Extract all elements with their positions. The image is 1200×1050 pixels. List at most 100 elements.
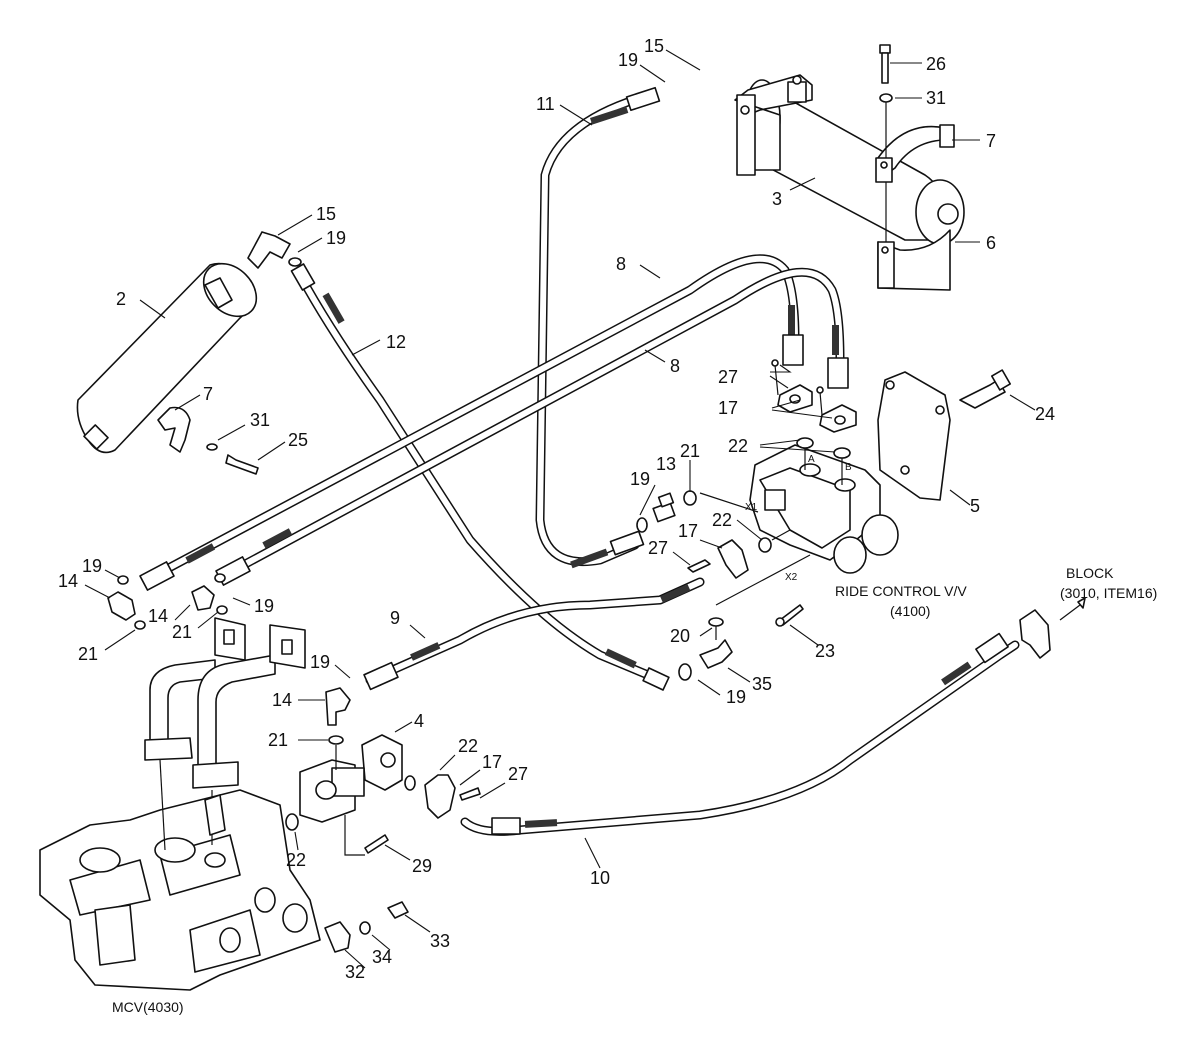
hose-11 xyxy=(535,86,661,569)
callout: 20 xyxy=(670,626,690,646)
o-ring-22-low xyxy=(285,813,299,831)
callout: 19 xyxy=(310,652,330,672)
guide-line xyxy=(344,815,365,856)
tube-right xyxy=(192,624,306,789)
callout: 4 xyxy=(414,711,424,731)
hose-9 xyxy=(363,577,705,691)
callout: 17 xyxy=(678,521,698,541)
fitting-13 xyxy=(636,490,759,533)
hose-8-upper xyxy=(139,254,804,591)
callout: 5 xyxy=(970,496,980,516)
bolt-26 xyxy=(879,44,893,242)
callout: 35 xyxy=(752,674,772,694)
elbow-14-low xyxy=(325,687,351,770)
bolt-24 xyxy=(959,369,1011,409)
callout: 33 xyxy=(430,931,450,951)
callout: 22 xyxy=(458,736,478,756)
elbow-14-mid xyxy=(191,573,228,615)
flange-17-low xyxy=(404,774,481,819)
callout: 19 xyxy=(618,50,638,70)
callout: 34 xyxy=(372,947,392,967)
o-ring-34 xyxy=(359,921,371,935)
mcv-body xyxy=(39,789,321,991)
o-ring-22-a xyxy=(796,437,814,449)
callout: 6 xyxy=(986,233,996,253)
callout: 22 xyxy=(712,510,732,530)
callout: 19 xyxy=(82,556,102,576)
callout: 3 xyxy=(772,189,782,209)
callout: 19 xyxy=(726,687,746,707)
ride-control-label: RIDE CONTROL V/V xyxy=(835,583,967,599)
flange-17-top-right xyxy=(816,386,857,433)
flange-17-top-left xyxy=(771,359,813,413)
callout: 12 xyxy=(386,332,406,352)
callout: 15 xyxy=(644,36,664,56)
fitting-32 xyxy=(324,921,351,953)
callout: 14 xyxy=(58,571,78,591)
elbow-fitting-15-left xyxy=(247,231,302,269)
callout: 7 xyxy=(203,384,213,404)
callout: 14 xyxy=(148,606,168,626)
callout: 31 xyxy=(926,88,946,108)
callout: 15 xyxy=(316,204,336,224)
mcv-label: MCV(4030) xyxy=(112,999,184,1015)
hose-12 xyxy=(290,263,670,691)
callout-labels: 15 19 11 26 31 7 3 6 15 19 2 12 8 8 7 31… xyxy=(58,36,1055,982)
block-4 xyxy=(299,734,403,823)
port-b-label: B xyxy=(845,462,852,473)
callout: 17 xyxy=(482,752,502,772)
bracket-5 xyxy=(877,371,951,501)
callout: 21 xyxy=(78,644,98,664)
callout: 22 xyxy=(728,436,748,456)
callout: 14 xyxy=(272,690,292,710)
callout: 22 xyxy=(286,850,306,870)
callout: 23 xyxy=(815,641,835,661)
callout: 27 xyxy=(508,764,528,784)
accumulator-3 xyxy=(734,74,965,245)
bolt-23 xyxy=(775,604,804,627)
ride-control-valve xyxy=(749,444,899,574)
callout: 17 xyxy=(718,398,738,418)
callout: 32 xyxy=(345,962,365,982)
elbow-14-left xyxy=(107,575,146,630)
callout: 31 xyxy=(250,410,270,430)
port-x1-label: X1 xyxy=(745,502,758,513)
bolt-29 xyxy=(364,834,389,854)
callout: 24 xyxy=(1035,404,1055,424)
callout: 27 xyxy=(718,367,738,387)
port-a-label: A xyxy=(808,454,815,465)
tube-left xyxy=(144,617,246,761)
fitting-35 xyxy=(678,554,811,681)
callout: 21 xyxy=(172,622,192,642)
callout: 2 xyxy=(116,289,126,309)
block-ref: (3010, ITEM16) xyxy=(1060,585,1157,601)
o-ring-22-b xyxy=(833,447,851,459)
callout: 8 xyxy=(616,254,626,274)
callout: 26 xyxy=(926,54,946,74)
hose-8-lower xyxy=(215,267,849,586)
callout: 25 xyxy=(288,430,308,450)
block-label: BLOCK xyxy=(1066,565,1114,581)
callout: 21 xyxy=(268,730,288,750)
leader-lines xyxy=(84,49,1036,969)
callout: 27 xyxy=(648,538,668,558)
callout: 9 xyxy=(390,608,400,628)
callout: 10 xyxy=(590,868,610,888)
port-x2-label: X2 xyxy=(785,572,798,583)
plug-33 xyxy=(387,901,409,919)
callout: 21 xyxy=(680,441,700,461)
callout: 8 xyxy=(670,356,680,376)
callout: 7 xyxy=(986,131,996,151)
guide-line xyxy=(159,759,166,851)
callout: 19 xyxy=(254,596,274,616)
callout: 29 xyxy=(412,856,432,876)
callout: 19 xyxy=(326,228,346,248)
callout: 11 xyxy=(536,94,555,114)
callout: 13 xyxy=(656,454,676,474)
block-clamp-right xyxy=(1019,597,1086,659)
accumulator-2 xyxy=(76,262,258,454)
clamp-7-left xyxy=(157,406,259,475)
mcv-port xyxy=(204,794,226,836)
